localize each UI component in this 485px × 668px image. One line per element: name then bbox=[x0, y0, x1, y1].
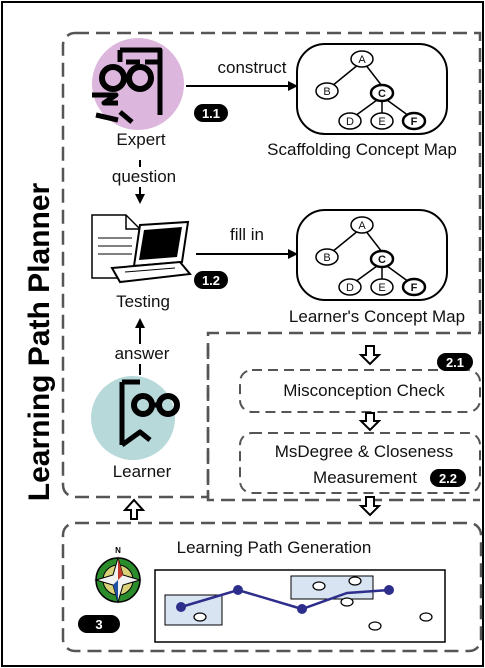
expert-figure: Expert bbox=[92, 38, 184, 149]
concept-node bbox=[419, 612, 433, 622]
stage3-dashed-box bbox=[61, 521, 483, 653]
learner-icon bbox=[119, 379, 180, 448]
node-c: C bbox=[378, 88, 386, 100]
badge-1-2-text: 1.2 bbox=[202, 273, 220, 288]
concept-node bbox=[368, 621, 382, 631]
node-b: B bbox=[323, 86, 330, 98]
down-arrow-1 bbox=[358, 345, 382, 366]
measurement-label-line2: Measurement bbox=[313, 468, 417, 487]
badge-1-1: 1.1 bbox=[194, 104, 228, 122]
concept-node bbox=[193, 612, 207, 622]
badge-3: 3 bbox=[78, 615, 120, 633]
learner-concept-map: A B C D E F Learner's Concept Map bbox=[289, 208, 465, 326]
node-b: B bbox=[323, 252, 330, 264]
expert-icon bbox=[92, 47, 163, 124]
path-generation-chart bbox=[154, 569, 446, 643]
testing-figure: Testing bbox=[91, 214, 192, 311]
badge-1-2: 1.2 bbox=[194, 271, 228, 289]
node-d: D bbox=[346, 282, 354, 294]
node-c: C bbox=[378, 254, 386, 266]
concept-node bbox=[348, 576, 362, 586]
scaffolding-map-label: Scaffolding Concept Map bbox=[267, 140, 457, 159]
node-a: A bbox=[358, 54, 366, 66]
badge-3-text: 3 bbox=[95, 617, 102, 632]
concept-node bbox=[312, 581, 326, 591]
compass-north-label: N bbox=[115, 546, 121, 555]
node-f: F bbox=[411, 116, 418, 128]
answer-label-bg bbox=[110, 344, 174, 364]
question-label-bg bbox=[108, 167, 180, 187]
path-node bbox=[233, 585, 243, 595]
down-arrow-3 bbox=[358, 496, 382, 517]
construct-label: construct bbox=[218, 58, 287, 77]
node-d: D bbox=[346, 116, 354, 128]
path-node bbox=[297, 604, 307, 614]
scaffolding-concept-map: A B C D E F Scaffolding Concept Map bbox=[267, 42, 457, 159]
question-label: question bbox=[112, 167, 176, 186]
learner-background bbox=[91, 376, 175, 460]
stage2-dashed-box bbox=[206, 345, 480, 502]
badge-2-2-text: 2.2 bbox=[439, 471, 457, 486]
badge-2-1: 2.1 bbox=[437, 353, 473, 371]
node-f: F bbox=[411, 282, 418, 294]
node-e: E bbox=[378, 282, 385, 294]
misconception-box bbox=[239, 369, 481, 413]
misconception-check-label: Misconception Check bbox=[283, 381, 445, 400]
badge-2-2: 2.2 bbox=[430, 469, 466, 487]
answer-label: answer bbox=[115, 344, 170, 363]
path-node bbox=[384, 585, 394, 595]
badge-1-1-text: 1.1 bbox=[202, 106, 220, 121]
down-arrow-2 bbox=[358, 412, 382, 432]
up-arrow bbox=[122, 498, 146, 520]
node-a: A bbox=[358, 220, 366, 232]
testing-label: Testing bbox=[116, 292, 170, 311]
measurement-label-line1: MsDegree & Closeness bbox=[275, 442, 454, 461]
learner-figure: Learner bbox=[91, 376, 180, 481]
concept-node bbox=[340, 597, 354, 607]
node-e: E bbox=[378, 116, 385, 128]
page-title: Learning Path Planner bbox=[23, 182, 56, 501]
fill-in-label: fill in bbox=[230, 225, 264, 244]
laptop-icon bbox=[110, 220, 192, 284]
highlight-box-left bbox=[164, 594, 223, 626]
generation-label: Learning Path Generation bbox=[177, 538, 372, 557]
path-node bbox=[176, 602, 186, 612]
badge-2-1-text: 2.1 bbox=[446, 355, 464, 370]
compass-icon: N bbox=[94, 546, 142, 604]
learner-label: Learner bbox=[113, 462, 172, 481]
learner-map-label: Learner's Concept Map bbox=[289, 307, 465, 326]
expert-label: Expert bbox=[116, 130, 165, 149]
